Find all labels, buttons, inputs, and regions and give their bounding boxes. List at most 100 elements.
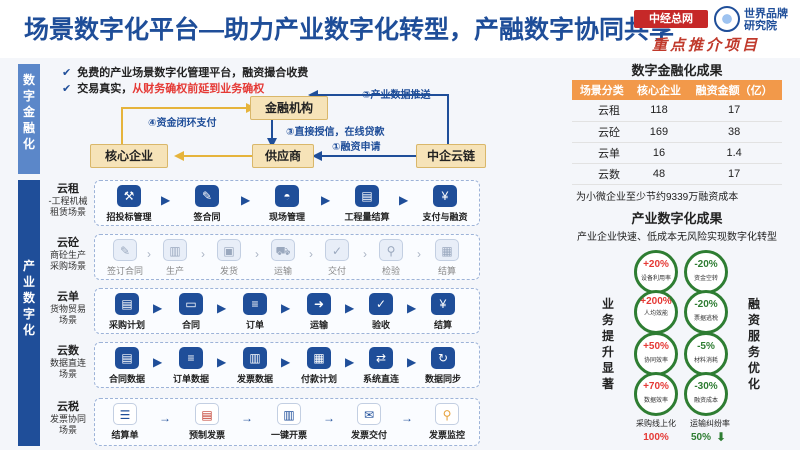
invoice-icon: ▥ [243, 347, 267, 369]
arrow-right-icon: ▶ [321, 193, 331, 207]
metric-circle: -5%材料消耗 [684, 332, 728, 376]
check-icon: ✔ [62, 67, 72, 79]
metric-circle: +200%人均效能 [634, 290, 678, 334]
step: ✎签订合同 [95, 239, 155, 277]
helmet-icon: ◓ [275, 185, 299, 207]
step: ≡订单 [225, 293, 285, 331]
node-supplier: 供应商 [252, 144, 314, 168]
table-header: 场景分类 [572, 80, 632, 100]
arrow-right-icon: ▶ [345, 301, 355, 315]
row-yuntong: ✎签订合同 › ▥生产 › ▣发货 › ⛟运输 › ✓交付 › ⚲检验 › ▦结… [94, 234, 480, 280]
arrow-fund-loop [121, 107, 246, 150]
row-label-yundan: 云单货物贸易场景 [49, 291, 86, 325]
truck-icon: ⛟ [271, 239, 295, 261]
step: ≡订单数据 [161, 347, 221, 385]
logo-a: 中经总网 [634, 10, 708, 28]
arrow-right-icon: ▶ [407, 355, 417, 369]
table-header-row: 场景分类 核心企业 融资金额（亿） [572, 80, 782, 100]
arrow-right-icon: ▶ [161, 193, 171, 207]
flow-label-3a: ③直接授信，在线贷款 [286, 127, 385, 138]
logo-area: 中经总网 世界品牌研究院 重点推介项目 [634, 4, 794, 54]
arrow-right-icon: › [363, 247, 367, 261]
step: ▭合同 [161, 293, 221, 331]
factory-icon: ▥ [163, 239, 187, 261]
mail-icon: ✉ [357, 403, 381, 425]
arrow-right-icon: ▶ [217, 301, 227, 315]
top-bar: 场景数字化平台—助力产业数字化转型，产融数字协同共享 [0, 0, 800, 58]
step: ✓交付 [307, 239, 367, 277]
step: ⚲检验 [361, 239, 421, 277]
arrow-right-icon: ▶ [241, 193, 251, 207]
monitor-icon: ⚲ [435, 403, 459, 425]
print-icon: ▥ [277, 403, 301, 425]
calendar-icon: ▦ [307, 347, 331, 369]
arrow-right-icon: ▶ [281, 301, 291, 315]
metric-circle: -30%融资成本 [684, 372, 728, 416]
bullet-1: ✔免费的产业场景数字化管理平台，融资撮合收费 [62, 67, 309, 79]
flow-label-2: ②产业数据推送 [362, 90, 431, 101]
finance-label: 数字金融化 [18, 64, 40, 174]
bullet-2: ✔交易真实，从财务确权前延到业务确权 [62, 83, 265, 95]
row-label-yunshui: 云税发票协同场景 [49, 401, 86, 435]
arrow-right-icon: ▶ [399, 193, 409, 207]
flow-label-1: ④资金闭环支付 [148, 118, 217, 129]
contract-icon: ✎ [113, 239, 137, 261]
link-icon: ⇄ [369, 347, 393, 369]
row-label-yuntong: 云砼商砼生产采购场景 [49, 237, 86, 271]
arrow-right-icon: ▶ [345, 355, 355, 369]
row-yunzu: ⚒招投标管理 ▶ ✎签合同 ▶ ◓现场管理 ▶ ▤工程量结算 ▶ ¥支付与融资 [94, 180, 480, 226]
arrow-right-icon: ▶ [217, 355, 227, 369]
arrow-right-icon: › [417, 247, 421, 261]
metric-circle: +20%设备利用率 [634, 250, 678, 294]
arrow-data-push [316, 94, 449, 150]
metric-circle: -20%资金空转 [684, 250, 728, 294]
arrow-right-icon: → [401, 411, 413, 425]
chart-icon: ▤ [355, 185, 379, 207]
results-title: 产业数字化成果 [631, 211, 723, 226]
arrow-right-icon: › [201, 247, 205, 261]
list-icon: ☰ [113, 403, 137, 425]
arrow-right-icon: › [309, 247, 313, 261]
step: ▤合同数据 [97, 347, 157, 385]
money-icon: ¥ [433, 185, 457, 207]
step: ¥结算 [413, 293, 473, 331]
arrow-down-icon: ⬇ [716, 430, 727, 444]
row-label-yunzu: 云租-工程机械租赁场景 [48, 183, 88, 217]
step: ▦结算 [417, 239, 477, 277]
step: ▤预制发票 [177, 403, 237, 441]
row-yunshu: ▤合同数据 ▶ ≡订单数据 ▶ ▥发票数据 ▶ ▦付款计划 ▶ ⇄系统直连 ▶ … [94, 342, 480, 388]
order-icon: ≡ [179, 347, 203, 369]
step: ▥一键开票 [259, 403, 319, 441]
step: ⛟运输 [253, 239, 313, 277]
step: ⚲发票监控 [417, 403, 477, 441]
logo-b: 世界品牌研究院 [744, 8, 788, 32]
bottom-value: 100% [643, 432, 669, 443]
step: ⇄系统直连 [351, 347, 411, 385]
globe-icon [714, 6, 740, 32]
step: ¥支付与融资 [415, 185, 475, 223]
metric-circle: +70%数据效率 [634, 372, 678, 416]
node-bank: 金融机构 [250, 96, 328, 120]
folder-icon: ▭ [179, 293, 203, 315]
metric-circle: +50%协同效率 [634, 332, 678, 376]
page-title: 场景数字化平台—助力产业数字化转型，产融数字协同共享 [24, 16, 675, 44]
step: ✓验收 [351, 293, 411, 331]
check-icon: ✔ [62, 83, 72, 95]
arrow-right-icon: › [147, 247, 151, 261]
arrow-right-icon: ▶ [153, 301, 163, 315]
grid-icon: ▦ [435, 239, 459, 261]
contract-icon: ▤ [115, 347, 139, 369]
side-label-finance: 融资服务优化 [747, 297, 760, 391]
step: ▥发票数据 [225, 347, 285, 385]
list-icon: ≡ [243, 293, 267, 315]
box-icon: ▣ [217, 239, 241, 261]
step: ◓现场管理 [257, 185, 317, 223]
step: ✎签合同 [177, 185, 237, 223]
node-chain: 中企云链 [416, 144, 486, 168]
flow-label-3b: ①融资申请 [332, 142, 381, 153]
bottom-label: 采购线上化 [636, 419, 676, 428]
pen-icon: ✎ [195, 185, 219, 207]
